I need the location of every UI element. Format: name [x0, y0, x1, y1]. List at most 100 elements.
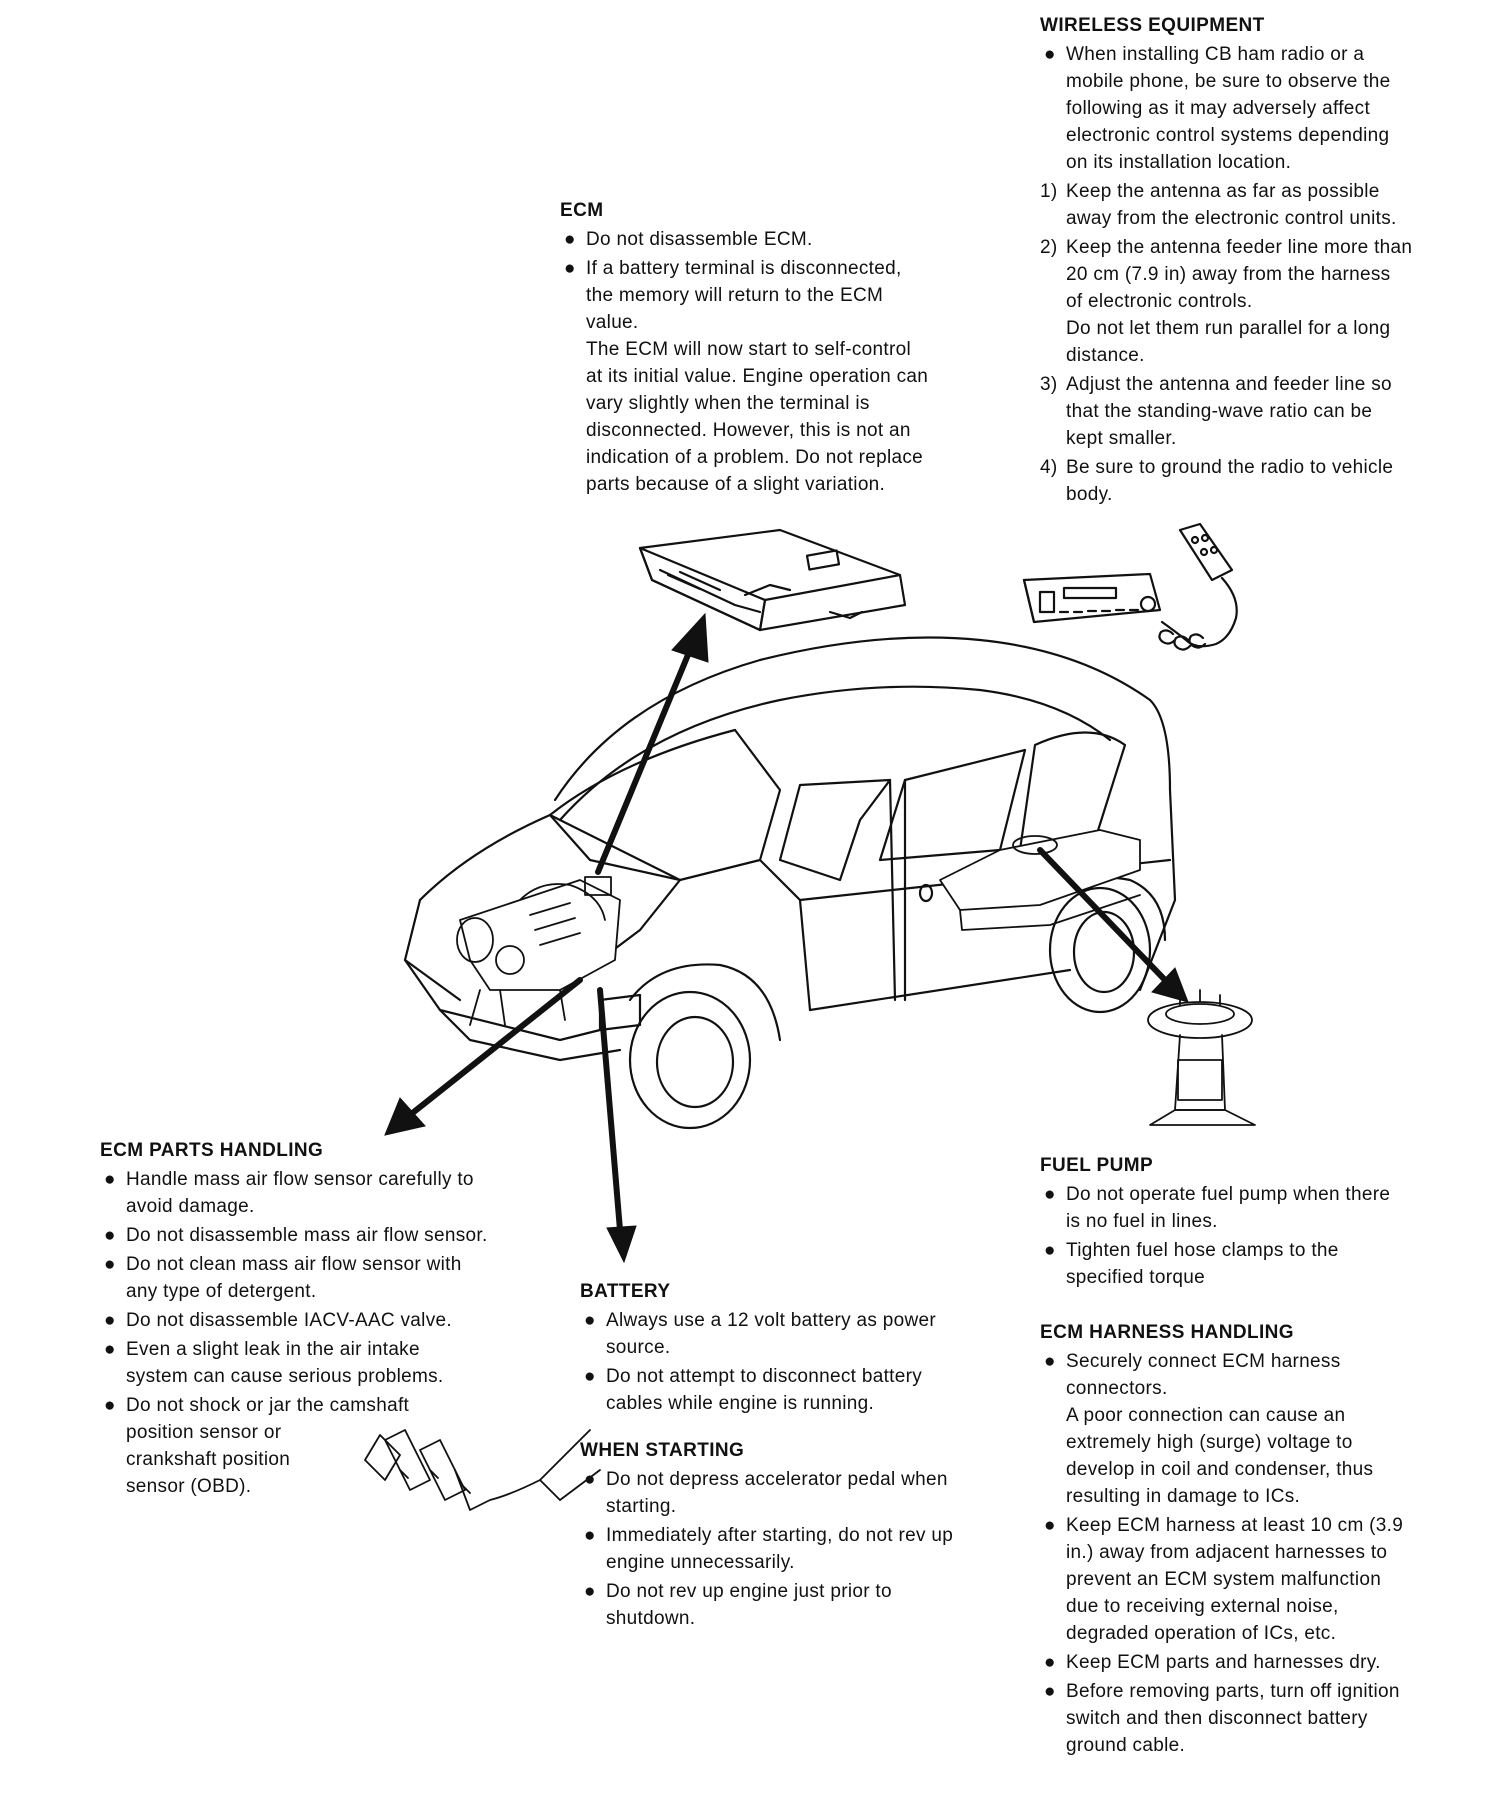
step-number: 4) — [1040, 457, 1058, 478]
harness-item-line: prevent an ECM system malfunction — [1066, 1569, 1382, 1590]
harness-item-line: resulting in damage to ICs. — [1066, 1486, 1301, 1507]
fuel-item: ● Tighten fuel hose clamps to the specif… — [1040, 1237, 1500, 1291]
harness-item-line: develop in coil and condenser, thus — [1066, 1459, 1374, 1480]
parts-item-line: system can cause serious problems. — [126, 1366, 444, 1387]
ecm-item-line: If a battery terminal is disconnected, — [586, 258, 902, 279]
step-number: 3) — [1040, 374, 1058, 395]
ecm-item-line: vary slightly when the terminal is — [586, 393, 870, 414]
ecm-item-line: value. — [586, 312, 639, 333]
harness-item-line: Securely connect ECM harness — [1066, 1351, 1341, 1372]
battery-item: ● Do not attempt to disconnect battery c… — [580, 1363, 1030, 1417]
wireless-step-line: Keep the antenna feeder line more than — [1066, 237, 1413, 258]
ecm-item-line: disconnected. However, this is not an — [586, 420, 911, 441]
parts-item-line: Do not shock or jar the camshaft — [126, 1395, 410, 1416]
ecm-unit-drawing — [638, 528, 907, 632]
bullet-icon: ● — [1044, 1184, 1056, 1205]
bullet-icon: ● — [584, 1525, 596, 1546]
harness-item-line: A poor connection can cause an — [1066, 1405, 1346, 1426]
battery-item-line: Always use a 12 volt battery as power — [606, 1310, 937, 1331]
bullet-icon: ● — [1044, 1351, 1056, 1372]
ecm-item-line: the memory will return to the ECM — [586, 285, 884, 306]
fuel-item: ● Do not operate fuel pump when there is… — [1040, 1181, 1500, 1235]
parts-item: ● Do not shock or jar the camshaft posit… — [100, 1392, 570, 1500]
ecm-item-line: indication of a problem. Do not replace — [586, 447, 924, 468]
van-body-drawing — [403, 636, 1177, 1130]
fuel-pump-section: FUEL PUMP ● Do not operate fuel pump whe… — [1040, 1152, 1500, 1761]
wireless-intro-line: on its installation location. — [1066, 152, 1292, 173]
battery-heading: BATTERY — [580, 1281, 671, 1302]
step-number: 1) — [1040, 181, 1058, 202]
wireless-step-line: Do not let them run parallel for a long — [1066, 318, 1391, 339]
parts-item-line: position sensor or — [126, 1422, 282, 1443]
wireless-intro-item: ● When installing CB ham radio or a mobi… — [1040, 41, 1500, 176]
starting-item-line: engine unnecessarily. — [606, 1552, 795, 1573]
battery-item-line: cables while engine is running. — [606, 1393, 875, 1414]
radio-drawing — [1022, 522, 1238, 651]
parts-item-line: avoid damage. — [126, 1196, 255, 1217]
parts-item-line: sensor (OBD). — [126, 1476, 252, 1497]
parts-item-line: Even a slight leak in the air intake — [126, 1339, 420, 1360]
wireless-step-2: 2) Keep the antenna feeder line more tha… — [1040, 234, 1500, 369]
wireless-step-4: 4) Be sure to ground the radio to vehicl… — [1040, 454, 1500, 508]
wireless-step-line: away from the electronic control units. — [1066, 208, 1397, 229]
starting-item-line: shutdown. — [606, 1608, 696, 1629]
fuel-item-line: is no fuel in lines. — [1066, 1211, 1218, 1232]
harness-item: ● Keep ECM parts and harnesses dry. — [1040, 1649, 1500, 1676]
fuel-pump-drawing — [1147, 989, 1256, 1126]
when-starting-heading: WHEN STARTING — [580, 1440, 745, 1461]
ecm-item: ● Do not disassemble ECM. — [560, 226, 1020, 253]
bullet-icon: ● — [104, 1254, 116, 1275]
ecm-heading: ECM — [560, 200, 604, 221]
starting-item-line: Do not depress accelerator pedal when — [606, 1469, 948, 1490]
parts-item-line: Do not disassemble IACV-AAC valve. — [126, 1310, 452, 1331]
ecm-item-line: at its initial value. Engine operation c… — [586, 366, 929, 387]
wireless-step-line: 20 cm (7.9 in) away from the harness — [1066, 264, 1391, 285]
bullet-icon: ● — [1044, 1681, 1056, 1702]
arrow-to-battery — [597, 987, 623, 1233]
ecm-parts-handling-heading: ECM PARTS HANDLING — [100, 1140, 324, 1161]
engine-drawing — [456, 876, 621, 1026]
ecm-item: ● If a battery terminal is disconnected,… — [560, 255, 1020, 498]
bullet-icon: ● — [1044, 1515, 1056, 1536]
arrow-to-ecm-parts — [407, 977, 583, 1118]
harness-item-line: Keep ECM harness at least 10 cm (3.9 — [1066, 1515, 1404, 1536]
bullet-icon: ● — [104, 1169, 116, 1190]
fuel-item-line: Do not operate fuel pump when there — [1066, 1184, 1391, 1205]
bullet-icon: ● — [104, 1225, 116, 1246]
harness-item-line: switch and then disconnect battery — [1066, 1708, 1368, 1729]
parts-item: ● Do not disassemble IACV-AAC valve. — [100, 1307, 570, 1334]
bullet-icon: ● — [104, 1310, 116, 1331]
fuel-item-line: specified torque — [1066, 1267, 1205, 1288]
wireless-intro-line: When installing CB ham radio or a — [1066, 44, 1365, 65]
wireless-step-line: distance. — [1066, 345, 1145, 366]
wireless-step-line: of electronic controls. — [1066, 291, 1253, 312]
wireless-equipment-section: WIRELESS EQUIPMENT ● When installing CB … — [1040, 12, 1500, 510]
bullet-icon: ● — [584, 1469, 596, 1490]
parts-item: ● Handle mass air flow sensor carefully … — [100, 1166, 570, 1220]
harness-item-line: degraded operation of ICs, etc. — [1066, 1623, 1337, 1644]
fuel-pump-heading: FUEL PUMP — [1040, 1155, 1154, 1176]
parts-item: ● Even a slight leak in the air intake s… — [100, 1336, 570, 1390]
starting-item: ● Do not rev up engine just prior to shu… — [580, 1578, 1030, 1632]
harness-item-line: due to receiving external noise, — [1066, 1596, 1339, 1617]
wireless-step-line: that the standing-wave ratio can be — [1066, 401, 1373, 422]
wireless-step-line: Adjust the antenna and feeder line so — [1066, 374, 1392, 395]
wireless-step-line: body. — [1066, 484, 1113, 505]
starting-item: ● Immediately after starting, do not rev… — [580, 1522, 1030, 1576]
harness-item-line: ground cable. — [1066, 1735, 1186, 1756]
fuel-tank-drawing — [939, 829, 1141, 931]
ecm-item-line: The ECM will now start to self-control — [586, 339, 911, 360]
wireless-step-3: 3) Adjust the antenna and feeder line so… — [1040, 371, 1500, 452]
starting-item-line: Do not rev up engine just prior to — [606, 1581, 892, 1602]
wireless-equipment-heading: WIRELESS EQUIPMENT — [1040, 15, 1265, 36]
step-number: 2) — [1040, 237, 1058, 258]
battery-item-line: source. — [606, 1337, 671, 1358]
parts-item: ● Do not disassemble mass air flow senso… — [100, 1222, 570, 1249]
ecm-parts-handling-section: ECM PARTS HANDLING ● Handle mass air flo… — [100, 1137, 570, 1502]
wireless-intro-line: mobile phone, be sure to observe the — [1066, 71, 1391, 92]
bullet-icon: ● — [104, 1339, 116, 1360]
battery-item: ● Always use a 12 volt battery as power … — [580, 1307, 1030, 1361]
starting-item-line: starting. — [606, 1496, 677, 1517]
wireless-intro-line: following as it may adversely affect — [1066, 98, 1371, 119]
harness-item-line: Keep ECM parts and harnesses dry. — [1066, 1652, 1381, 1673]
